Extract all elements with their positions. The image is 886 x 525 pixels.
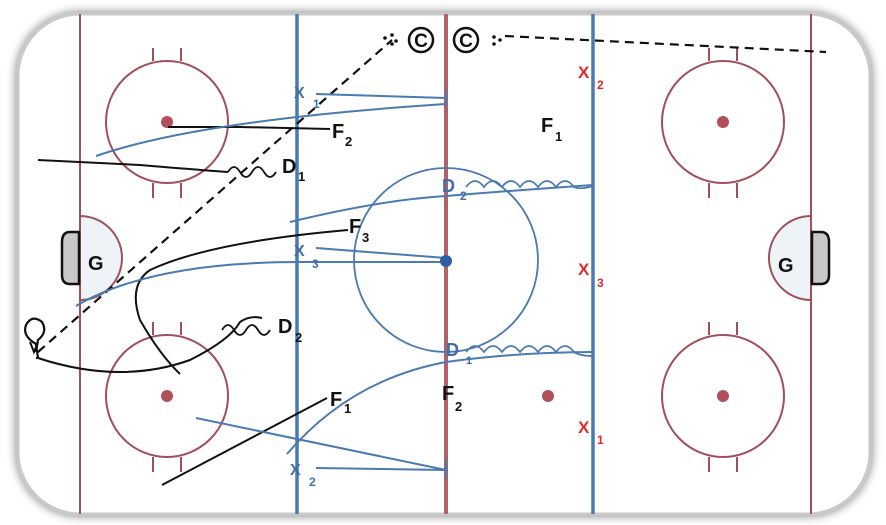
svg-text:2: 2 xyxy=(295,330,302,345)
svg-text:2: 2 xyxy=(345,134,352,149)
svg-text:2: 2 xyxy=(455,399,462,414)
pass-line-diagonal xyxy=(37,39,393,353)
blue-defender-x2: X 2 xyxy=(290,462,316,489)
player-d2: D 2 xyxy=(278,316,302,345)
right-net xyxy=(810,230,831,286)
svg-text:D: D xyxy=(446,340,459,360)
stickhandle-d1 xyxy=(227,166,277,178)
svg-text:F: F xyxy=(349,216,361,238)
stickhandle-d1-blue xyxy=(465,345,594,357)
stickhandle-d2 xyxy=(221,324,271,336)
goalie-left: G xyxy=(88,253,104,275)
faceoff-circle-right-bottom xyxy=(661,322,785,472)
svg-text:1: 1 xyxy=(313,97,320,111)
svg-text:F: F xyxy=(442,383,454,405)
svg-text:X: X xyxy=(578,260,590,279)
pivot-loop-icon xyxy=(24,317,46,359)
right-crease xyxy=(768,214,812,302)
player-f3: F 3 xyxy=(349,216,369,245)
red-defender-x1: X 1 xyxy=(578,418,604,447)
coach-icon-left: C xyxy=(407,26,435,54)
blue-d1-skater: D 1 xyxy=(446,340,472,367)
blue-lines-group xyxy=(75,90,594,478)
svg-text:X: X xyxy=(290,462,301,479)
left-net xyxy=(60,230,81,286)
svg-text:D: D xyxy=(442,176,455,196)
coach-icon-right: C xyxy=(452,26,480,54)
neutral-faceoff-dot xyxy=(542,390,554,402)
svg-text:1: 1 xyxy=(555,129,562,144)
puck-dots-right xyxy=(492,35,502,46)
skate-line-d1 xyxy=(37,159,229,173)
svg-text:C: C xyxy=(414,31,428,52)
pass-line-top xyxy=(504,34,827,54)
player-d1: D 1 xyxy=(282,156,305,184)
red-defender-x2: X 2 xyxy=(578,63,604,92)
svg-text:C: C xyxy=(459,31,473,52)
blue-defender-x3: X 3 xyxy=(294,243,319,271)
svg-text:F: F xyxy=(332,121,344,143)
svg-text:F: F xyxy=(541,115,553,137)
skate-line-f2 xyxy=(168,126,331,130)
center-puck xyxy=(440,255,452,267)
svg-text:X: X xyxy=(294,85,305,102)
faceoff-circle-right-top xyxy=(661,48,785,198)
svg-text:2: 2 xyxy=(460,189,467,203)
svg-text:X: X xyxy=(578,418,590,437)
svg-text:X: X xyxy=(578,63,590,82)
player-f1-bottom: F 1 xyxy=(330,389,351,416)
svg-text:3: 3 xyxy=(312,257,319,271)
skate-line-d2 xyxy=(36,316,263,373)
svg-text:1: 1 xyxy=(344,401,351,416)
skate-line-f3 xyxy=(134,229,349,375)
player-f2-bottom: F 2 xyxy=(442,383,462,414)
svg-text:1: 1 xyxy=(298,169,305,184)
svg-text:1: 1 xyxy=(466,355,472,367)
blue-d2-skater: D 2 xyxy=(442,176,467,203)
svg-text:X: X xyxy=(294,243,305,260)
puck-dots-left xyxy=(383,33,398,46)
pivot-arrow xyxy=(29,341,39,355)
svg-text:F: F xyxy=(330,389,342,411)
stickhandle-d2-blue xyxy=(465,180,594,190)
svg-text:2: 2 xyxy=(597,78,604,92)
center-circle xyxy=(353,167,539,353)
goalie-right: G xyxy=(778,255,794,277)
svg-text:1: 1 xyxy=(597,433,604,447)
red-defender-x3: X 3 xyxy=(578,260,604,290)
player-f1-top: F 1 xyxy=(541,115,562,144)
svg-text:2: 2 xyxy=(309,475,316,489)
player-f2-top: F 2 xyxy=(332,121,352,149)
faceoff-circle-left-bottom xyxy=(105,322,229,472)
skate-line-f1 xyxy=(161,397,328,486)
faceoff-circle-left-top xyxy=(105,48,229,198)
svg-text:D: D xyxy=(282,156,296,178)
svg-text:3: 3 xyxy=(597,276,604,290)
svg-text:D: D xyxy=(278,316,292,338)
blue-defender-x1: X 1 xyxy=(294,85,320,111)
svg-text:3: 3 xyxy=(362,230,369,245)
